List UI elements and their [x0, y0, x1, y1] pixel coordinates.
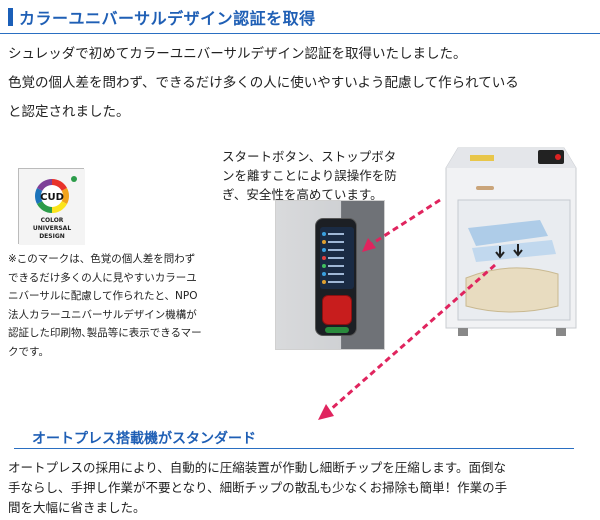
section-title-autopress: オートプレス搭載機がスタンダード — [32, 431, 256, 447]
callout-line: スタートボタン、ストップボタ — [222, 149, 397, 164]
button-callout: スタートボタン、ストップボタ ンを離すことにより誤操作を防 ぎ、安全性を高めてい… — [222, 147, 422, 204]
section-heading-autopress: オートプレス搭載機がスタンダード — [14, 425, 574, 449]
autopress-paragraph: オートプレスの採用により、自動的に圧縮装置が作動し細断チップを圧縮します。面倒な… — [8, 458, 596, 518]
body-line: 間を大幅に省きました。 — [8, 500, 146, 515]
svg-text:DESIGN: DESIGN — [39, 233, 65, 240]
cud-logo-text: CUD — [40, 192, 64, 203]
arrow-head-icon — [318, 404, 334, 420]
stop-button — [322, 295, 352, 325]
callout-line: ンを離すことにより誤操作を防 — [222, 168, 397, 183]
section-heading-cud: カラーユニバーサルデザイン認証を取得 — [0, 0, 600, 34]
svg-text:COLOR: COLOR — [41, 217, 64, 224]
body-line: 手ならし、手押し作業が不要となり、細断チップの散乱も少なくお掃除も簡単！作業の手 — [8, 480, 508, 495]
start-button — [325, 327, 349, 333]
note-line: 法人カラーユニバーサルデザイン機構が — [8, 308, 197, 321]
body-line: オートプレスの採用により、自動的に圧縮装置が作動し細断チップを圧縮します。面倒な — [8, 460, 507, 475]
intro-line: と認定されました。 — [8, 104, 130, 120]
heading-accent-bar — [8, 7, 13, 26]
svg-text:UNIVERSAL: UNIVERSAL — [33, 225, 71, 232]
cud-mark-note: ※このマークは、色覚の個人差を問わず できるだけ多くの人に見やすいカラーユ ニバ… — [8, 250, 233, 361]
control-panel — [315, 218, 357, 336]
cud-logo-mark: CUD COLOR UNIVERSAL DESIGN — [19, 169, 85, 245]
note-line: クです。 — [8, 345, 49, 358]
note-line: ※このマークは、色覚の個人差を問わず — [8, 253, 196, 265]
cud-logo: CUD COLOR UNIVERSAL DESIGN — [18, 168, 85, 245]
intro-line: シュレッダで初めてカラーユニバーサルデザイン認証を取得いたしました。 — [8, 46, 467, 62]
note-line: ニバーサルに配慮して作られたと、NPO — [8, 290, 198, 302]
note-line: 認証した印刷物､製品等に表示できるマー — [8, 327, 202, 339]
intro-paragraph: シュレッダで初めてカラーユニバーサルデザイン認証を取得いたしました。 色覚の個人… — [8, 40, 596, 127]
note-line: できるだけ多くの人に見やすいカラーユ — [8, 271, 197, 284]
panel-display — [320, 227, 354, 289]
section-title-cud: カラーユニバーサルデザイン認証を取得 — [19, 8, 316, 28]
intro-line: 色覚の個人差を問わず、できるだけ多くの人に使いやすいよう配慮して作られている — [8, 75, 519, 91]
callout-line: ぎ、安全性を高めています。 — [222, 187, 383, 202]
shredder-illustration — [445, 147, 577, 336]
